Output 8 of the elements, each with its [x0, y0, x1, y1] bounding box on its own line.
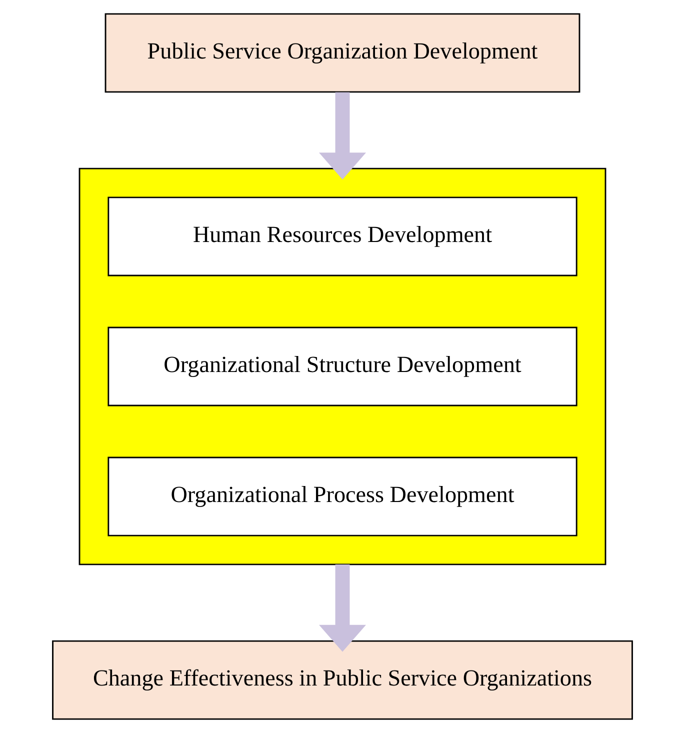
node-box: Public Service Organization Development — [104, 13, 580, 93]
node-box: Organizational Process Development — [107, 456, 577, 536]
node-box: Organizational Structure Development — [107, 326, 577, 406]
arrow — [318, 564, 366, 652]
arrow — [318, 92, 366, 180]
node-box: Change Effectiveness in Public Service Organizations — [52, 640, 632, 720]
node-box: Human Resources Development — [107, 196, 577, 276]
cluster — [78, 168, 606, 566]
